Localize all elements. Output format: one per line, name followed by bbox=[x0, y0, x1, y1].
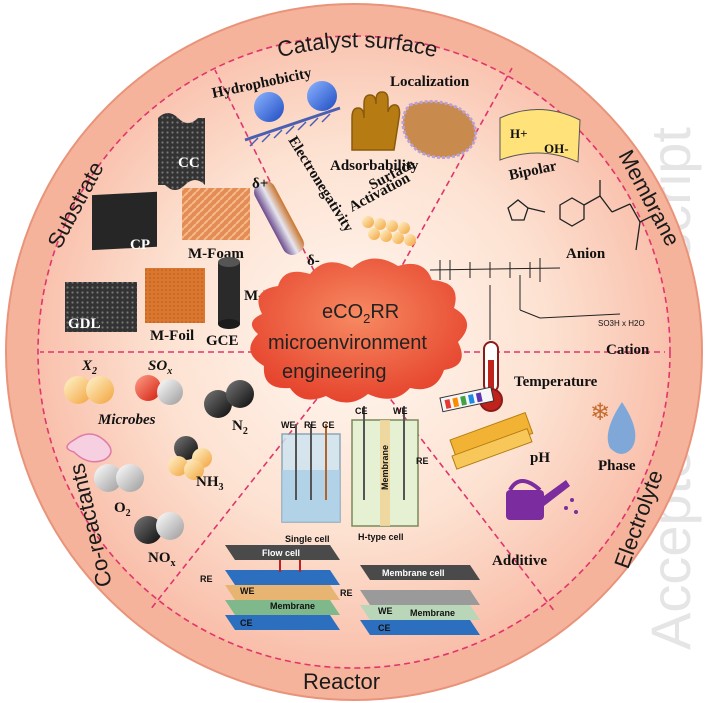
cc-label: CC bbox=[178, 155, 200, 171]
metal-foam-icon bbox=[182, 188, 250, 240]
single-cell-ce: CE bbox=[322, 420, 335, 430]
anion-label: Anion bbox=[566, 246, 606, 262]
n2-atom-icon bbox=[226, 380, 254, 408]
water-droplet-icon bbox=[254, 92, 284, 122]
center-title-line3: engineering bbox=[282, 361, 387, 383]
cation-structure-text: SO3H x H2O bbox=[598, 319, 645, 328]
m-foil-label: M-Foil bbox=[150, 328, 194, 344]
single-cell-label: Single cell bbox=[285, 534, 330, 544]
microbes-label: Microbes bbox=[97, 412, 156, 428]
flow-cell-membrane: Membrane bbox=[270, 601, 315, 611]
nox-atom-icon bbox=[156, 512, 184, 540]
h-type-cell-label: H-type cell bbox=[358, 532, 404, 542]
snowflake-icon: ❄ bbox=[590, 398, 610, 426]
o2-atom-icon bbox=[116, 464, 144, 492]
ph-label: pH bbox=[530, 450, 550, 466]
sox-atom-icon bbox=[157, 379, 183, 405]
sox-atom-icon bbox=[135, 375, 161, 401]
carbon-cloth-icon bbox=[158, 113, 205, 190]
oh-minus-label: OH- bbox=[544, 141, 569, 156]
membrane-cell-label: Membrane cell bbox=[382, 568, 445, 578]
gdl-label: GDL bbox=[68, 316, 101, 332]
cation-label: Cation bbox=[606, 342, 650, 358]
temperature-label: Temperature bbox=[514, 374, 598, 390]
sector-label-reactor: Reactor bbox=[303, 669, 380, 694]
h-cell-ce: CE bbox=[355, 406, 368, 416]
delta-plus-label: δ+ bbox=[252, 176, 268, 192]
additive-label: Additive bbox=[492, 553, 547, 569]
single-cell-we: WE bbox=[281, 420, 296, 430]
center-title-line1: eCO2RR bbox=[322, 301, 399, 326]
localization-label: Localization bbox=[390, 74, 470, 90]
h-cell-membrane: Membrane bbox=[380, 445, 390, 490]
center-title-line2: microenvironment bbox=[268, 332, 427, 354]
x2-atom-icon bbox=[86, 376, 114, 404]
membrane-cell-re: RE bbox=[340, 588, 353, 598]
h-cell-re: RE bbox=[416, 456, 429, 466]
flow-cell-re: RE bbox=[200, 574, 213, 584]
h-plus-label: H+ bbox=[510, 126, 528, 141]
membrane-cell-we: WE bbox=[378, 606, 393, 616]
flow-cell-we: WE bbox=[240, 586, 255, 596]
flow-cell-label: Flow cell bbox=[262, 548, 300, 558]
delta-minus-label: δ- bbox=[307, 253, 320, 269]
single-cell-re: RE bbox=[304, 420, 317, 430]
membrane-cell-ce: CE bbox=[378, 623, 391, 633]
glassy-carbon-electrode-icon bbox=[218, 257, 240, 329]
flow-cell-ce: CE bbox=[240, 618, 253, 628]
single-cell-illustration bbox=[282, 424, 340, 522]
metal-foil-icon bbox=[145, 268, 205, 323]
water-droplet-icon bbox=[307, 81, 337, 111]
cp-label: CP bbox=[130, 237, 150, 253]
membrane-cell-membrane: Membrane bbox=[410, 608, 455, 618]
h-cell-we: WE bbox=[393, 406, 408, 416]
phase-label: Phase bbox=[598, 458, 636, 474]
gce-label: GCE bbox=[206, 333, 239, 349]
